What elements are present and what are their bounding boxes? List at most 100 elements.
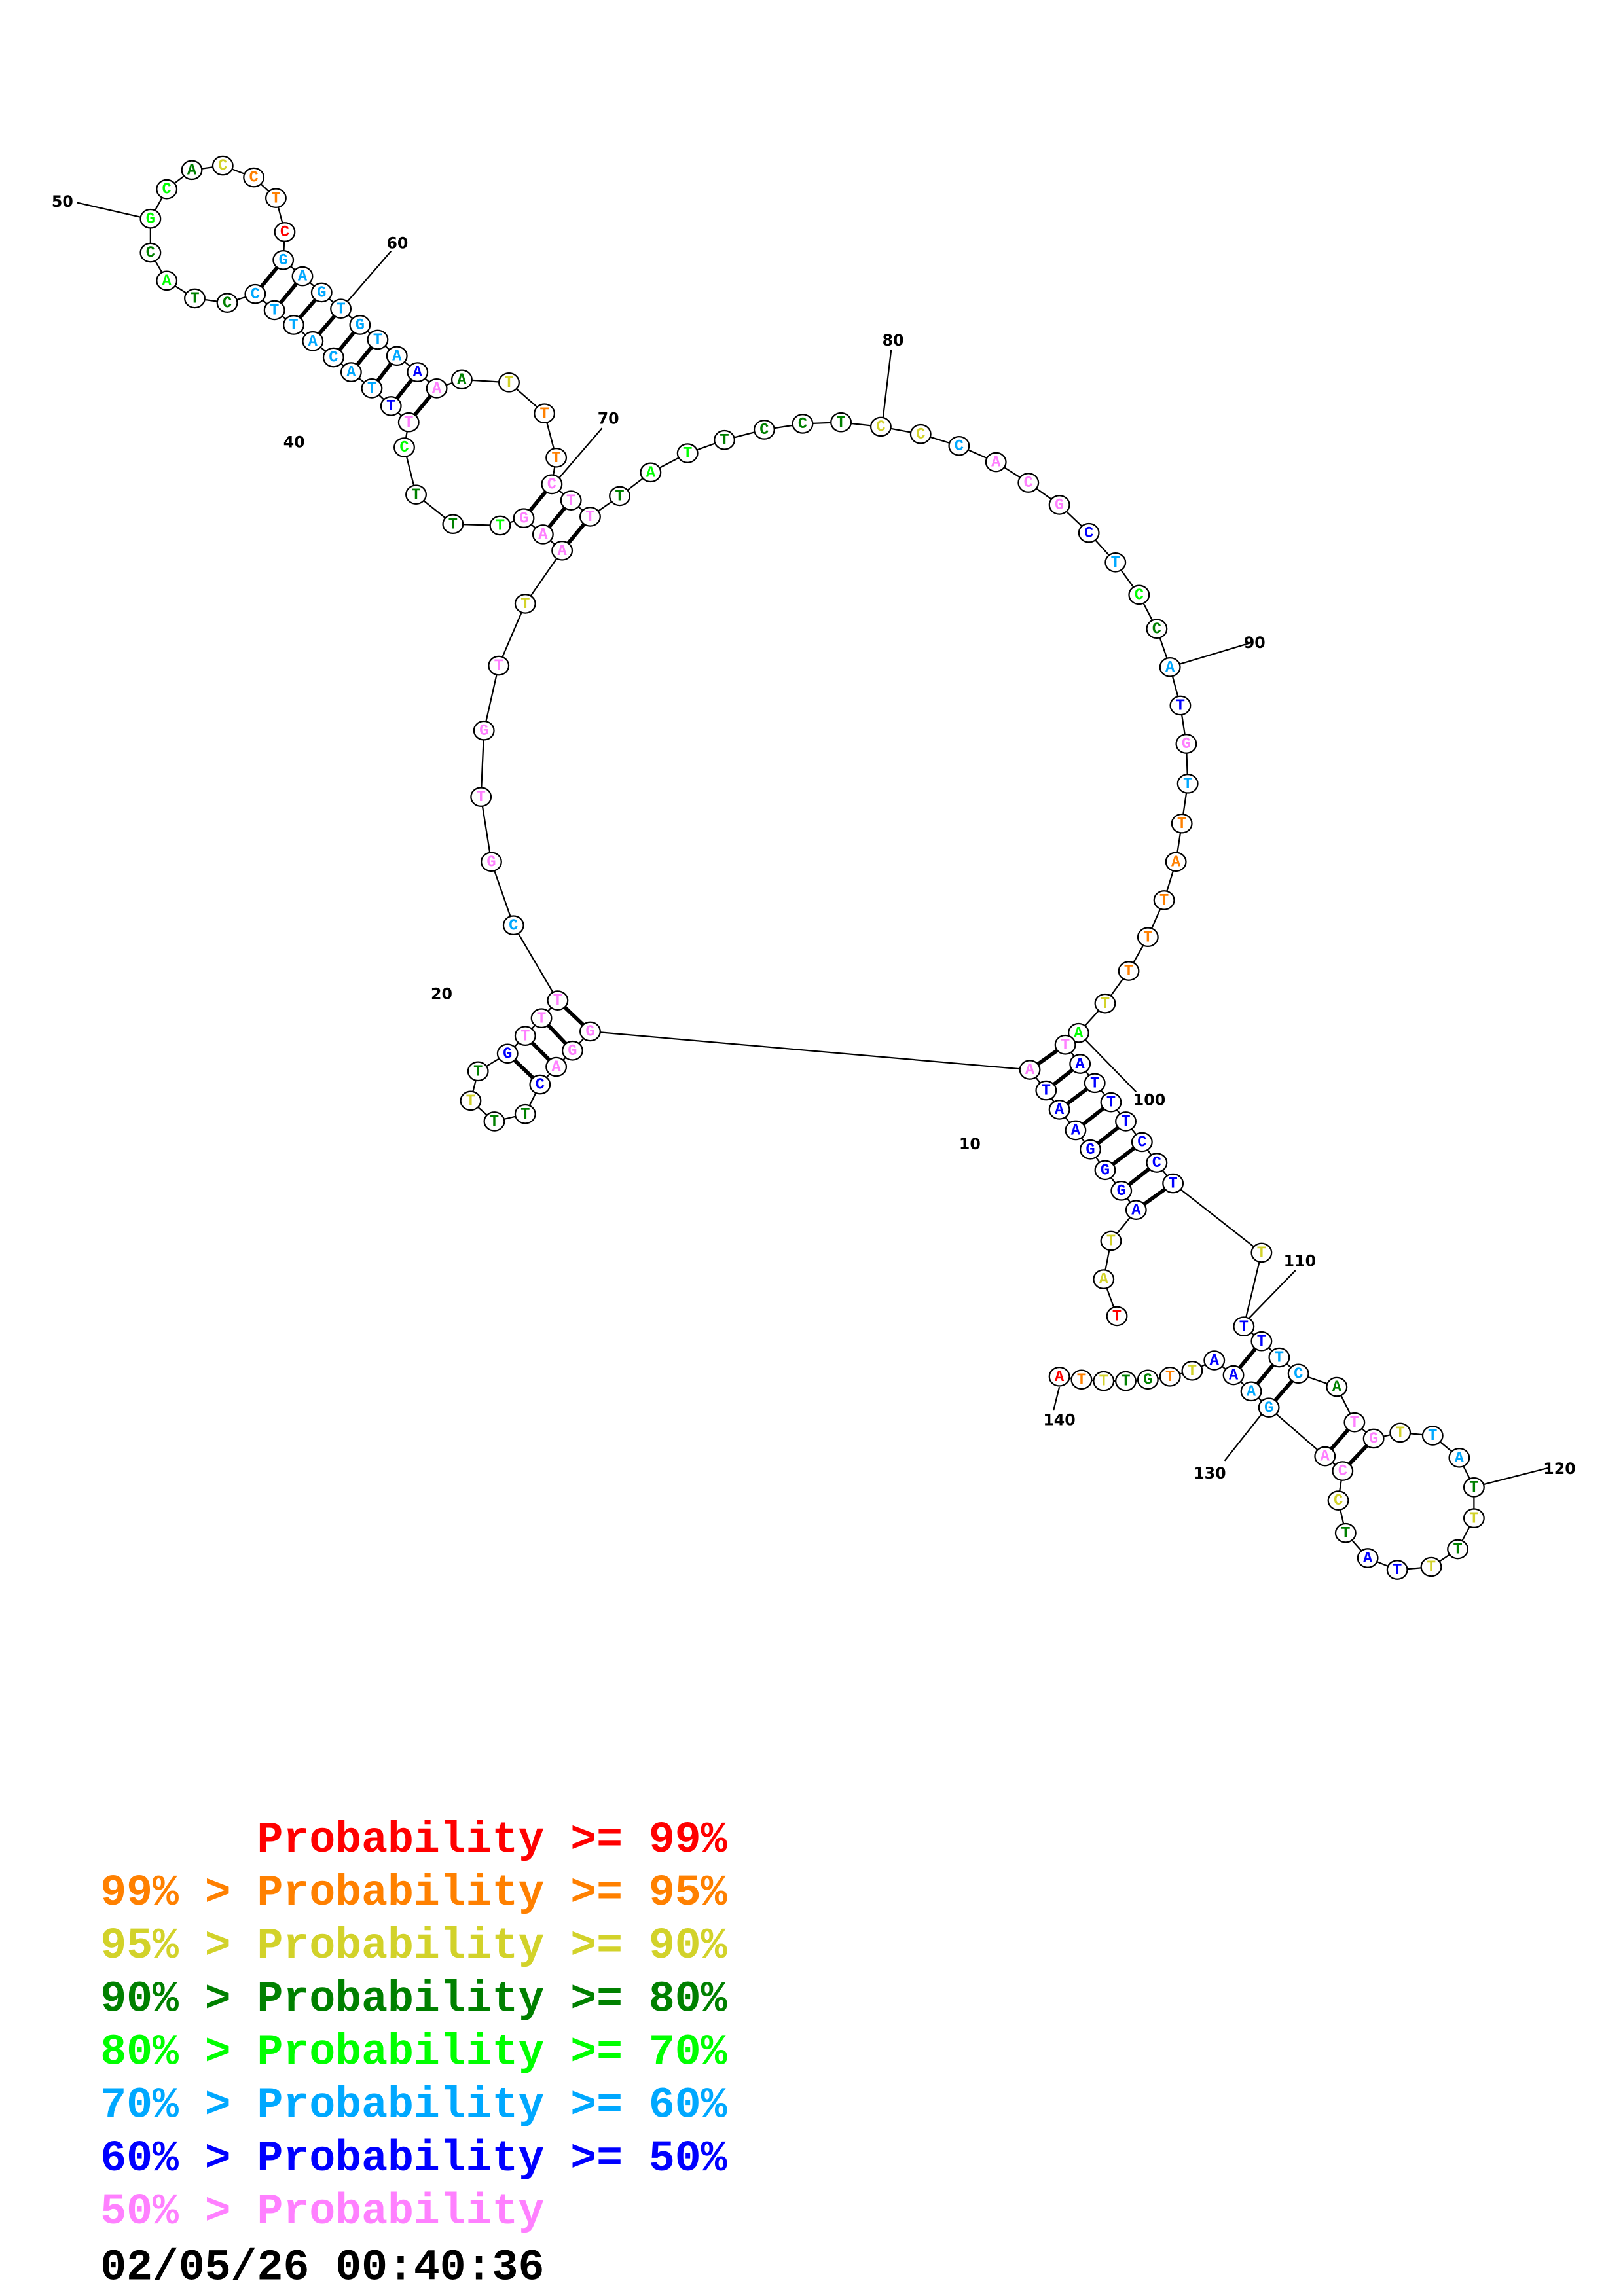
nucleotide-base: T	[1469, 1479, 1478, 1497]
nucleotide-circle	[243, 167, 265, 188]
position-label-130: 130	[1194, 1464, 1226, 1482]
nucleotide-base: C	[1084, 525, 1093, 543]
nucleotide-base: T	[494, 658, 503, 675]
nucleotide-91: T	[1169, 695, 1192, 716]
nucleotide-base: T	[1396, 1425, 1405, 1443]
nucleotide-base: T	[683, 445, 692, 463]
nucleotide-73: T	[609, 486, 630, 507]
nucleotide-85: G	[1048, 495, 1070, 515]
nucleotide-112: T	[1268, 1347, 1290, 1368]
nucleotide-89: C	[1146, 619, 1168, 639]
nucleotide-circle	[514, 1026, 536, 1047]
backbone-segment	[498, 603, 526, 666]
nucleotide-circle	[244, 283, 266, 304]
nucleotide-circle	[302, 331, 324, 351]
nucleotide-circle	[139, 208, 162, 229]
nucleotide-base: G	[1182, 736, 1191, 753]
nucleotide-base: C	[1135, 587, 1144, 605]
nucleotide-base: G	[1369, 1431, 1378, 1448]
position-label-60: 60	[386, 234, 408, 252]
nucleotide-base: T	[1106, 1094, 1116, 1112]
nucleotide-base: T	[1099, 1373, 1108, 1391]
nucleotide-50: G	[139, 208, 162, 229]
nucleotide-base: G	[1055, 497, 1064, 514]
nucleotide-base: C	[798, 416, 807, 433]
position-label-80: 80	[883, 331, 904, 350]
nucleotide-circle	[1078, 522, 1100, 543]
nucleotide-base: T	[1143, 929, 1152, 946]
nucleotide-circle	[322, 347, 344, 368]
nucleotide-circle	[1169, 695, 1192, 716]
nucleotide-113: C	[1287, 1363, 1309, 1384]
nucleotide-circle	[1362, 1428, 1385, 1449]
nucleotide-circle	[184, 288, 206, 309]
nucleotide-circle	[909, 423, 932, 444]
nucleotide-125: A	[1357, 1548, 1379, 1568]
nucleotide-21: T	[514, 1026, 536, 1047]
nucleotide-8: A	[1065, 1120, 1087, 1141]
nucleotide-circle	[442, 514, 464, 535]
nucleotide-29: T	[514, 594, 536, 614]
nucleotide-base: A	[1210, 1352, 1220, 1370]
nucleotide-circle	[1326, 1376, 1348, 1397]
nucleotide-base: T	[552, 450, 561, 467]
nucleotide-1: T	[1106, 1306, 1128, 1327]
legend-entry: 90% > Probability >= 80%	[100, 1975, 727, 2024]
nucleotide-base: C	[536, 1077, 545, 1094]
nucleotide-base: A	[1099, 1271, 1109, 1289]
backbone-segment	[1243, 1252, 1262, 1327]
nucleotide-circle	[514, 594, 536, 614]
nucleotide-circle	[367, 329, 389, 350]
nucleotide-88: C	[1128, 584, 1150, 605]
nucleotide-84: C	[1017, 473, 1040, 493]
nucleotide-circle	[1258, 1397, 1280, 1418]
nucleotide-126: T	[1334, 1522, 1357, 1543]
nucleotide-circle	[291, 266, 314, 287]
nucleotide-circle	[1233, 1316, 1255, 1337]
nucleotide-circle	[1203, 1350, 1226, 1371]
nucleotide-76: T	[714, 429, 735, 450]
nucleotide-circle	[640, 462, 662, 483]
position-label-leader	[76, 202, 148, 220]
nucleotide-base: G	[1117, 1183, 1126, 1200]
legend-entry: Probability >= 99%	[100, 1816, 727, 1865]
nucleotide-56: C	[274, 222, 296, 242]
nucleotide-34: T	[442, 514, 464, 535]
nucleotide-base: A	[162, 272, 172, 290]
legend-entry: 50% > Probability	[100, 2187, 544, 2236]
nucleotide-circle	[361, 378, 383, 399]
nucleotide-circle	[1250, 1331, 1273, 1352]
nucleotide-base: A	[552, 1059, 562, 1077]
nucleotide-42: A	[302, 331, 324, 351]
nucleotide-circle	[1146, 619, 1168, 639]
nucleotide-base: C	[218, 158, 227, 175]
nucleotide-41: C	[322, 347, 344, 368]
nucleotide-base: C	[759, 422, 769, 439]
nucleotide-26: T	[470, 787, 492, 807]
nucleotide-circle	[473, 720, 495, 741]
nucleotide-circle	[274, 222, 296, 242]
nucleotide-3: T	[1100, 1230, 1122, 1251]
nucleotide-circle	[1017, 473, 1040, 493]
position-label-120: 120	[1543, 1460, 1575, 1478]
nucleotide-122: T	[1447, 1539, 1469, 1560]
nucleotide-circle	[1106, 1306, 1128, 1327]
nucleotide-circle	[609, 486, 630, 507]
position-label-leader	[1478, 1467, 1548, 1487]
nucleotide-base: T	[1061, 1037, 1070, 1054]
nucleotide-51: C	[156, 179, 178, 200]
nucleotide-45: C	[244, 283, 266, 304]
nucleotide-58: A	[291, 266, 314, 287]
position-label-40: 40	[283, 433, 305, 452]
nucleotide-base: T	[1111, 554, 1120, 572]
nucleotide-base: T	[537, 1010, 546, 1028]
legend-entry: 95% > Probability >= 90%	[100, 1922, 727, 1971]
nucleotide-base: A	[1131, 1202, 1141, 1219]
nucleotide-27: G	[473, 720, 495, 741]
nucleotide-circle	[1093, 1269, 1115, 1289]
nucleotide-66: A	[450, 369, 473, 390]
nucleotide-46: C	[216, 293, 238, 313]
nucleotide-circle	[948, 435, 970, 456]
nucleotide-base: T	[373, 332, 382, 350]
